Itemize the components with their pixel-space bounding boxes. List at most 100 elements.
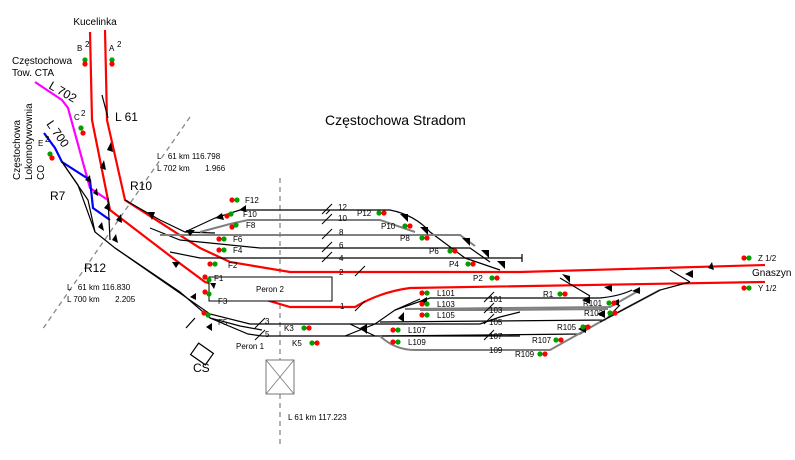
- track-crossover-r1: [559, 277, 591, 297]
- track-5-west: [209, 317, 263, 337]
- signal-p4-label: P4: [449, 260, 459, 269]
- signal-r107-label: R107: [532, 336, 552, 345]
- destination-kucelinka: Kucelinka: [73, 17, 117, 28]
- signal-f8-label: F8: [246, 221, 256, 230]
- line-label-l700: L 700: [44, 118, 73, 151]
- line-label-l61: L 61: [115, 110, 138, 124]
- station-title: Częstochowa Stradom: [325, 112, 466, 128]
- track-109: [379, 289, 661, 351]
- signal-b-label: B: [77, 44, 82, 53]
- signal-box-r10: R10: [130, 179, 152, 193]
- track-number-103: 103: [489, 306, 503, 315]
- signal-lamps: [47, 57, 752, 357]
- track-number-4: 4: [339, 254, 344, 263]
- track-12-lead-east: [464, 257, 501, 271]
- track-number-109: 109: [489, 346, 503, 355]
- signal-k5-label: K5: [292, 339, 302, 348]
- track-5-approach: [114, 247, 262, 325]
- track-number-2: 2: [339, 268, 344, 277]
- track-number-107: 107: [489, 332, 503, 341]
- signal-k3-label: K3: [284, 324, 294, 333]
- track-l61-2: [103, 29, 340, 274]
- platform-peron-1-label: Peron 1: [236, 342, 265, 351]
- signal-p6-label: P6: [429, 247, 439, 256]
- track-number-5: 5: [265, 330, 270, 339]
- track-12: [330, 209, 466, 259]
- track-loco-connect: [61, 161, 263, 331]
- signal-b-sup: 2: [85, 40, 90, 49]
- signal-f4-label: F4: [233, 246, 243, 255]
- signal-box-cs: CS: [193, 361, 210, 375]
- signal-e-sup: 2: [45, 135, 50, 144]
- signal-f1-label: F1: [214, 274, 224, 283]
- signal-l105-label: L105: [437, 311, 455, 320]
- track-10-west: [199, 219, 330, 233]
- signal-p12-label: P12: [357, 209, 372, 218]
- track-2: [340, 263, 766, 274]
- level-crossing: [265, 359, 295, 395]
- track-number-12: 12: [338, 203, 347, 212]
- signal-box-r7: R7: [50, 189, 66, 203]
- destination-lokomotywownia-line3: CO: [36, 165, 47, 180]
- signal-a-sup: 2: [117, 40, 122, 49]
- signal-f3-label: F3: [218, 297, 228, 306]
- track-101: [394, 289, 633, 311]
- destination-lokomotywownia-line2: Lokomotywownia: [24, 103, 35, 180]
- signal-p2-label: P2: [473, 274, 483, 283]
- track-103b: [420, 308, 609, 311]
- track-4-west: [169, 251, 330, 259]
- signal-l109-label: L109: [408, 338, 426, 347]
- signal-r1-label: R1: [543, 290, 554, 299]
- signal-l101-label: L101: [437, 289, 455, 298]
- track-103: [404, 289, 641, 310]
- signal-f6-label: F6: [233, 235, 243, 244]
- track-number-10: 10: [338, 214, 347, 223]
- track-r7-branch: [61, 161, 96, 233]
- signal-r103-label: R103: [584, 309, 604, 318]
- signal-r105-label: R105: [557, 323, 577, 332]
- platform-peron-2-label: Peron 2: [256, 285, 285, 294]
- signal-a-label: A: [109, 44, 115, 53]
- platform-peron-2: [208, 276, 333, 302]
- signal-l103-label: L103: [437, 300, 455, 309]
- track-12-west-lead: [124, 199, 216, 234]
- track-1: [340, 280, 766, 309]
- track-number-8: 8: [339, 228, 344, 237]
- track-number-3: 3: [265, 317, 270, 326]
- signal-f2-label: F2: [228, 261, 238, 270]
- track-6: [330, 247, 491, 263]
- track-109-lead: [599, 281, 691, 323]
- track-number-105: 105: [489, 318, 503, 327]
- signal-y-label: Y 1/2: [758, 284, 777, 293]
- signal-f12-label: F12: [245, 196, 259, 205]
- signal-l107-label: L107: [408, 326, 426, 335]
- track-crossover-gnaszyn: [669, 269, 691, 283]
- signal-e-label: E: [38, 139, 43, 148]
- km-r10-line2: L 702 km 1.966: [157, 164, 226, 173]
- track-switch-k: [344, 298, 421, 337]
- signal-p10-label: P10: [381, 222, 396, 231]
- km-r12-line1: L 61 km 116.830: [67, 283, 131, 292]
- signal-f5-label: F5: [218, 318, 228, 327]
- km-r10-line1: L 61 km 116.798: [157, 152, 221, 161]
- signal-r109-label: R109: [515, 350, 535, 359]
- track-number-101: 101: [489, 295, 503, 304]
- km-crossing: L 61 km 117.223: [288, 413, 347, 422]
- signal-box-r12: R12: [84, 261, 106, 275]
- km-reference-line-r10: [41, 116, 191, 331]
- track-l700: [43, 132, 111, 221]
- track-10: [330, 219, 416, 233]
- destination-gnaszyn: Gnaszyn: [752, 268, 791, 279]
- signal-z-label: Z 1/2: [758, 254, 777, 263]
- signal-p8-label: P8: [400, 234, 410, 243]
- track-number-6: 6: [339, 241, 344, 250]
- destination-tow-cta-line2: Tow. CTA: [12, 68, 54, 79]
- insulated-joints: [254, 203, 495, 341]
- signal-f10-label: F10: [243, 210, 257, 219]
- signal-r101-label: R101: [583, 299, 603, 308]
- buffer-stop-cs: [185, 317, 196, 329]
- km-r12-line2: L 700 km 2.205: [67, 295, 136, 304]
- track-crossover-l61: [101, 94, 109, 119]
